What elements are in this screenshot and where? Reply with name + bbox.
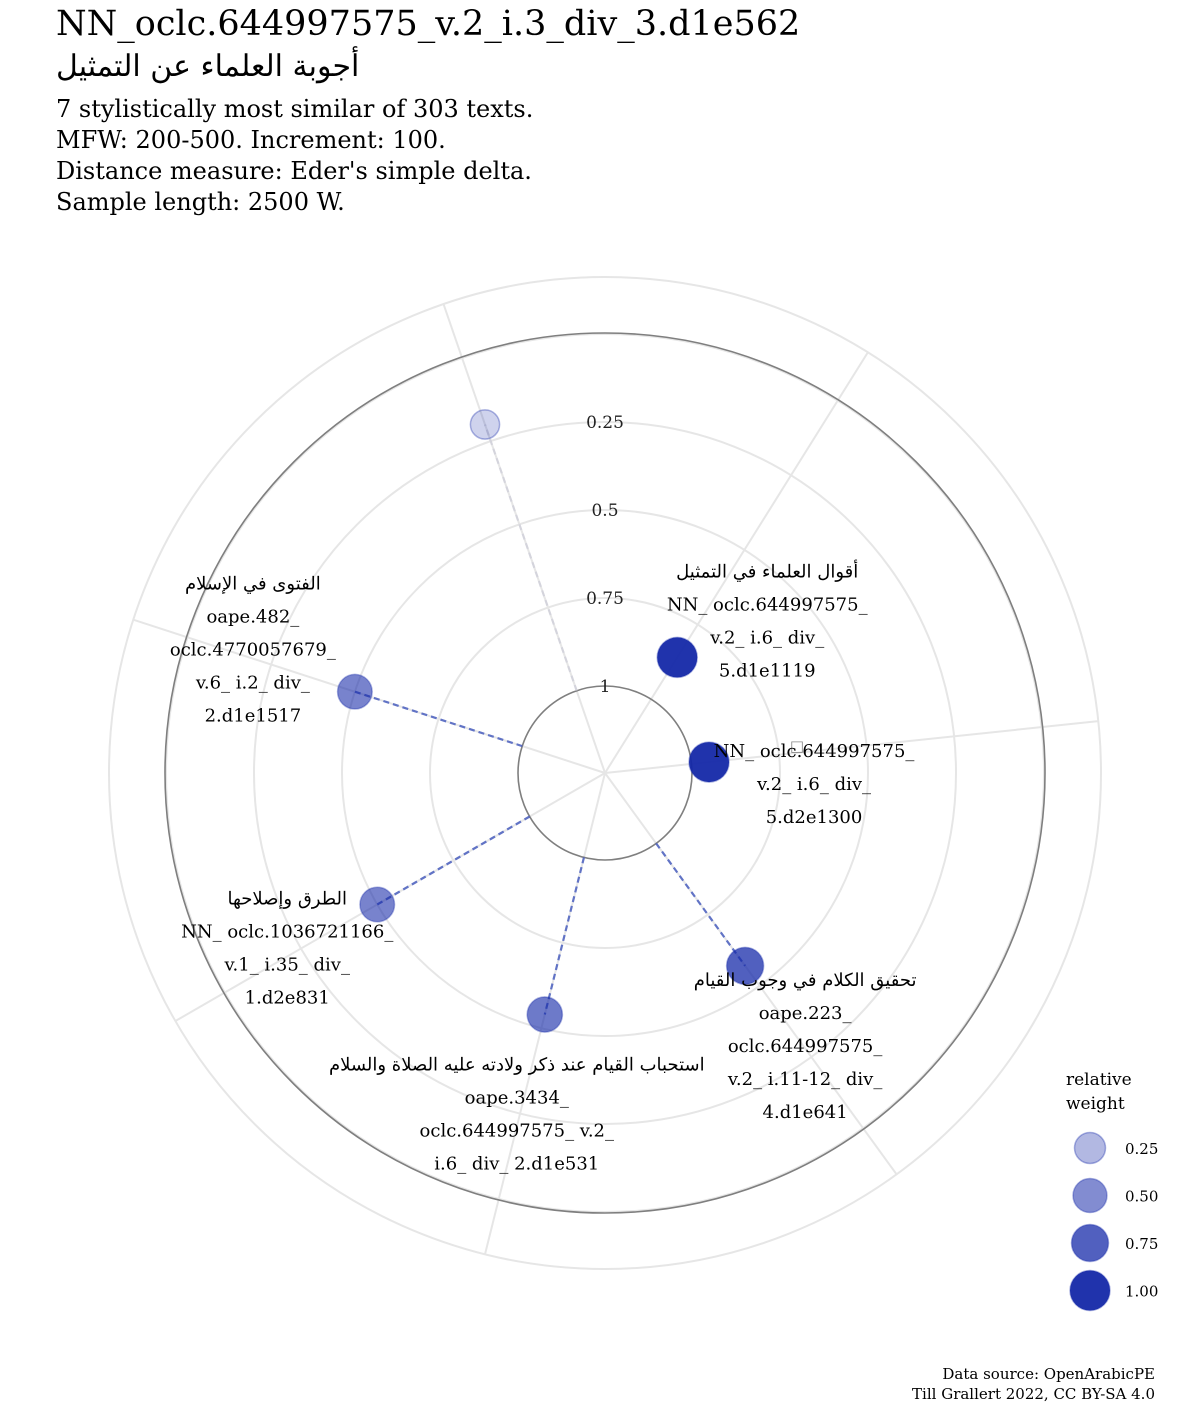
missing-glyph-marker: □ [790,737,804,755]
chart-title-arabic: أجوبة العلماء عن التمثيل [56,49,360,84]
chart-subtitle: 7 stylistically most similar of 303 text… [56,94,533,218]
data-point [469,409,501,440]
data-point [688,741,730,783]
point-label-line: NN_ oclc.644997575_ [667,594,868,615]
point-label-line: oape.223_ [759,1003,852,1024]
legend-title-line: weight [1066,1094,1125,1114]
point-label-line: oape.3434_ [465,1088,569,1109]
point-label-line: oclc.4770057679_ [170,640,336,661]
radial-tick-label: 0.5 [591,501,618,521]
point-label-line: v.6_ i.2_ div_ [195,673,310,694]
grid-ring [341,509,869,1037]
grid-spoke [604,720,1099,774]
subtitle-line: MFW: 200-500. Increment: 100. [56,126,446,154]
point-label-line: v.2_ i.11-12_ div_ [727,1069,882,1090]
point-label-line: i.6_ div_ 2.d1e531 [434,1154,599,1175]
point-label-line: v.2_ i.6_ div_ [709,627,824,648]
point-label-line: 2.d1e1517 [205,706,302,727]
connector-line [655,842,746,967]
subtitle-line: 7 stylistically most similar of 303 text… [56,95,534,123]
data-point [526,996,564,1033]
data-point [336,673,373,710]
label-layer: أقوال العلماء في التمثيل NN_ oclc.6449975… [170,559,917,1174]
point-label-line: NN_ oclc.1036721166_ [181,922,393,943]
legend-swatch [1069,1269,1111,1312]
point-label-line: v.1_ i.35_ div_ [223,955,349,976]
legend-label: 0.75 [1125,1235,1158,1253]
point-label-line: 1.d2e831 [245,988,330,1009]
point-label-line: الطرق وإصلاحها [227,889,347,910]
subtitle-line: Distance measure: Eder's simple delta. [56,157,532,185]
outer-ring [164,332,1046,1214]
legend-swatch [1070,1223,1110,1263]
grid-ring [108,276,1102,1270]
legend-layer: 0.25 0.50 0.75 1.00 [1069,1131,1158,1312]
point-label-line: oclc.644997575_ [728,1036,883,1057]
point-label-line: v.2_ i.6_ div_ [756,774,871,795]
chart-title: NN_oclc.644997575_v.2_i.3_div_3.d1e562 [56,4,801,44]
caption: Data source: OpenArabicPE Till Grallert … [912,1364,1155,1404]
grid-ring [253,421,957,1125]
legend-title: relative weight [1066,1068,1132,1116]
point-label-line: NN_ oclc.644997575_ [714,741,915,762]
radial-tick-label: 0.25 [586,413,624,433]
connector-layer [354,424,746,1015]
radial-tick-label: 0.75 [586,589,624,609]
point-label-line: 5.d2e1300 [766,807,863,828]
point-label-line: استحباب القيام عند ذكر ولادته عليه الصلا… [329,1055,705,1076]
point-label-line: oclc.644997575_ v.2_ [420,1121,614,1142]
point-label-line: 5.d1e1119 [719,660,816,681]
point-label-line: تحقيق الكلام في وجوب القيام [694,970,917,991]
caption-source: Data source: OpenArabicPE [942,1365,1155,1383]
connector-line [483,424,578,692]
connector-line [543,857,586,1015]
caption-credit: Till Grallert 2022, CC BY-SA 4.0 [912,1385,1155,1403]
legend-swatch [1072,1177,1108,1214]
point-label-line: الفتوى في الإسلام [185,574,321,595]
legend-label: 0.50 [1125,1188,1158,1206]
radial-tick-label: 1 [600,677,611,697]
legend-label: 0.25 [1125,1140,1158,1158]
data-point [656,636,698,679]
point-label-line: أقوال العلماء في التمثيل [676,559,858,582]
grid-ring [165,333,1045,1213]
data-point [359,886,396,923]
grid-ring [429,597,781,949]
data-point [725,946,765,986]
legend-label: 1.00 [1125,1283,1158,1301]
grid-spoke [604,351,869,774]
subtitle-line: Sample length: 2500 W. [56,188,345,216]
inner-ring [517,685,693,861]
legend-title-line: relative [1066,1070,1132,1090]
point-label-line: 4.d1e641 [763,1102,848,1123]
point-layer [336,409,765,1033]
point-label-line: oape.482_ [206,607,299,628]
legend-swatch [1073,1131,1107,1165]
